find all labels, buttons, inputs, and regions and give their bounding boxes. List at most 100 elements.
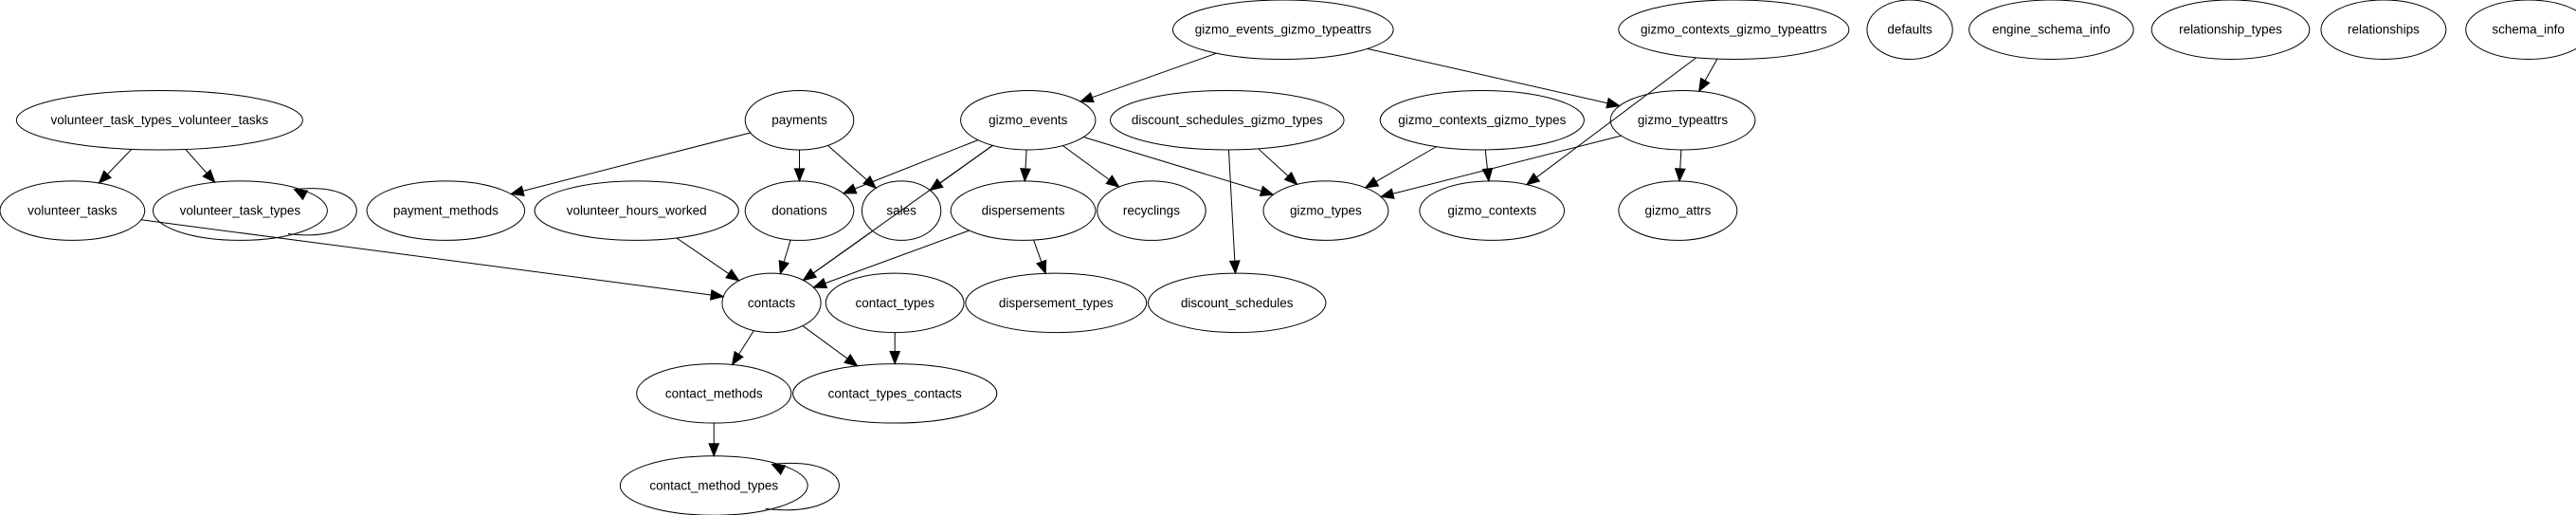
graph-node-volunteer_task_types_volunteer_tasks[interactable]: volunteer_task_types_volunteer_tasks (15, 89, 303, 151)
graph-edge (1227, 149, 1241, 275)
edge-arrowhead (802, 267, 818, 282)
edge-line (738, 330, 754, 355)
graph-edge (827, 144, 878, 190)
node-label: gizmo_typeattrs (1638, 113, 1729, 127)
node-ellipse (152, 180, 328, 241)
graph-node-defaults[interactable]: defaults (1866, 0, 1953, 60)
edge-line (783, 239, 791, 263)
graph-node-relationship_types[interactable]: relationship_types (2150, 0, 2311, 60)
node-ellipse (636, 363, 792, 424)
node-ellipse (950, 180, 1097, 241)
edge-arrowhead (1525, 172, 1541, 186)
edge-arrowhead (889, 351, 901, 365)
node-label: gizmo_attrs (1644, 204, 1711, 218)
graph-edge (1379, 135, 1622, 199)
graph-edge (1062, 145, 1120, 188)
node-label: contact_methods (665, 386, 763, 400)
edge-arrowhead (1228, 260, 1241, 275)
graph-node-gizmo_contexts[interactable]: gizmo_contexts (1419, 180, 1566, 241)
graph-node-contact_types[interactable]: contact_types (825, 272, 965, 334)
graph-edge (812, 230, 970, 289)
node-label: payment_methods (393, 204, 499, 218)
graph-edge (889, 332, 901, 365)
node-ellipse (534, 180, 739, 241)
node-label: contacts (748, 296, 796, 310)
edge-line (522, 132, 751, 192)
graph-node-volunteer_tasks[interactable]: volunteer_tasks (0, 180, 146, 241)
graph-node-payments[interactable]: payments (744, 89, 855, 151)
graph-node-gizmo_types[interactable]: gizmo_types (1262, 180, 1389, 241)
edge-line (1033, 239, 1043, 263)
graph-edge (1258, 148, 1298, 186)
node-label: dispersement_types (999, 296, 1114, 310)
graph-edge (1083, 137, 1275, 197)
graph-node-discount_schedules[interactable]: discount_schedules (1147, 272, 1327, 334)
graph-node-relationships[interactable]: relationships (2320, 0, 2447, 60)
graph-node-dispersement_types[interactable]: dispersement_types (965, 272, 1148, 334)
graph-edge (793, 149, 806, 183)
graph-edge (1020, 149, 1031, 183)
graph-edge (98, 148, 133, 185)
edge-line (1704, 58, 1718, 82)
graph-node-sales[interactable]: sales (861, 180, 942, 241)
edge-line (107, 148, 133, 175)
node-ellipse (861, 180, 942, 241)
edge-arrowhead (1079, 91, 1095, 103)
edge-arrowhead (842, 183, 858, 194)
node-ellipse (825, 272, 965, 334)
node-ellipse (721, 272, 822, 334)
node-label: contact_types (856, 296, 935, 310)
node-ellipse (619, 455, 808, 515)
node-ellipse (1097, 180, 1206, 241)
graph-edge (1367, 47, 1622, 109)
node-label: gizmo_contexts_gizmo_typeattrs (1641, 23, 1827, 37)
graph-node-contact_method_types[interactable]: contact_method_types (619, 455, 808, 515)
edge-arrowhead (778, 259, 789, 275)
graph-node-donations[interactable]: donations (744, 180, 855, 241)
edge-arrowhead (708, 443, 720, 458)
graph-node-contacts[interactable]: contacts (721, 272, 822, 334)
graph-node-gizmo_typeattrs[interactable]: gizmo_typeattrs (1609, 89, 1756, 151)
edge-arrowhead (1364, 176, 1380, 189)
edge-line (854, 139, 979, 190)
graph-node-contact_methods[interactable]: contact_methods (636, 363, 792, 424)
edge-line (827, 144, 867, 181)
node-ellipse (1147, 272, 1327, 334)
node-label: engine_schema_info (1992, 23, 2111, 37)
edge-line (1535, 57, 1697, 178)
edge-arrowhead (812, 277, 828, 289)
graph-node-schema_info[interactable]: schema_info (2465, 0, 2576, 60)
graph-node-discount_schedules_gizmo_types[interactable]: discount_schedules_gizmo_types (1110, 89, 1345, 151)
graph-node-dispersements[interactable]: dispersements (950, 180, 1097, 241)
graph-node-volunteer_task_types[interactable]: volunteer_task_types (152, 180, 328, 241)
edge-line (825, 230, 970, 285)
node-ellipse (1172, 0, 1394, 60)
edge-line (1025, 149, 1027, 169)
node-ellipse (1609, 89, 1756, 151)
graph-node-contact_types_contacts[interactable]: contact_types_contacts (792, 363, 998, 424)
node-label: volunteer_hours_worked (567, 204, 707, 218)
edge-arrowhead (1605, 97, 1622, 109)
graph-node-gizmo_events_gizmo_typeattrs[interactable]: gizmo_events_gizmo_typeattrs (1172, 0, 1394, 60)
node-label: gizmo_events_gizmo_typeattrs (1195, 23, 1371, 37)
graph-node-gizmo_events[interactable]: gizmo_events (960, 89, 1097, 151)
graph-node-engine_schema_info[interactable]: engine_schema_info (1968, 0, 2134, 60)
graph-node-gizmo_contexts_gizmo_types[interactable]: gizmo_contexts_gizmo_types (1379, 89, 1585, 151)
node-label: volunteer_tasks (27, 204, 118, 218)
edge-arrowhead (862, 175, 878, 190)
node-ellipse (1968, 0, 2134, 60)
edge-line (287, 188, 357, 236)
edge-arrowhead (202, 169, 216, 184)
node-ellipse (2465, 0, 2576, 60)
node-ellipse (366, 180, 526, 241)
graph-node-recyclings[interactable]: recyclings (1097, 180, 1206, 241)
edge-arrowhead (1674, 168, 1686, 183)
graph-node-payment_methods[interactable]: payment_methods (366, 180, 526, 241)
graph-node-gizmo_attrs[interactable]: gizmo_attrs (1618, 180, 1738, 241)
graph-node-gizmo_contexts_gizmo_typeattrs[interactable]: gizmo_contexts_gizmo_typeattrs (1618, 0, 1850, 60)
graph-node-volunteer_hours_worked[interactable]: volunteer_hours_worked (534, 180, 739, 241)
edge-line (802, 325, 848, 359)
edge-line (1484, 149, 1488, 170)
node-ellipse (1110, 89, 1345, 151)
edge-line (676, 237, 730, 274)
